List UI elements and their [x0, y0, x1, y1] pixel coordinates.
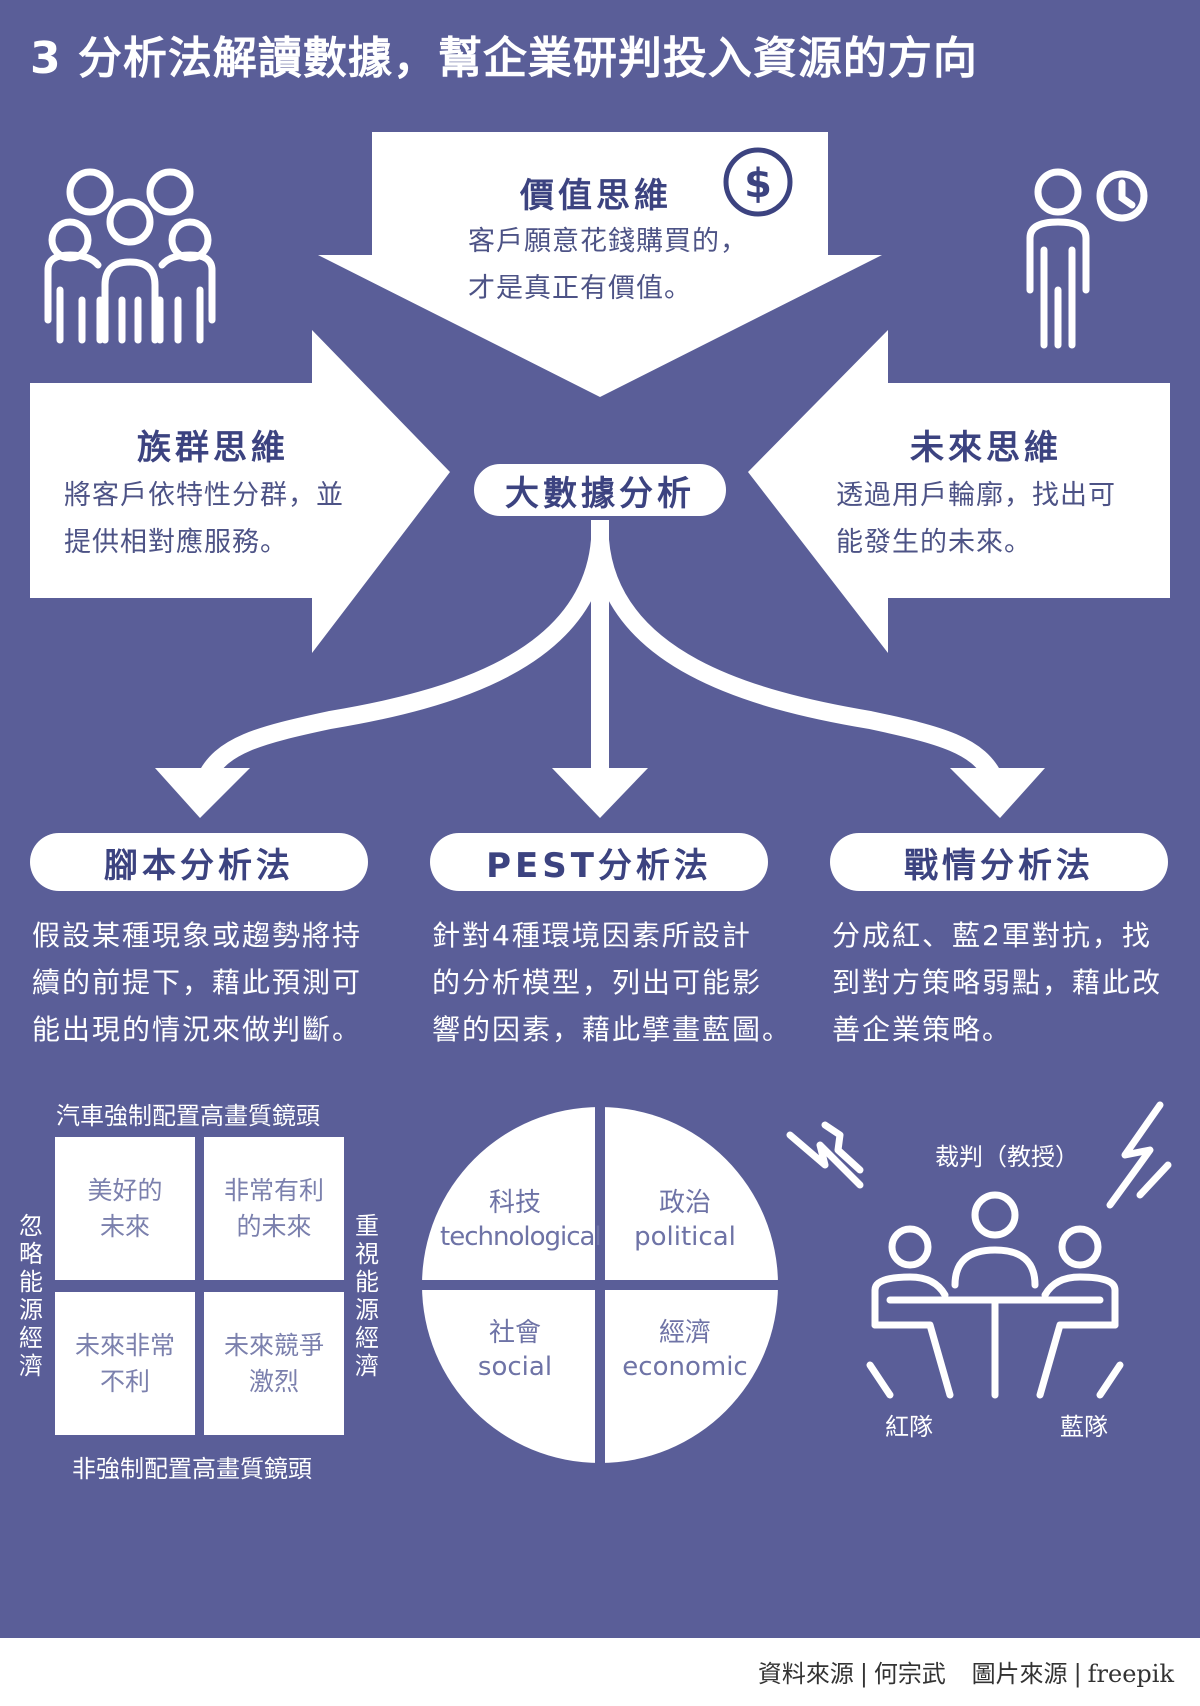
- people-group-icon: [44, 168, 216, 344]
- pest-quadrant-economic: 經濟 economic: [605, 1316, 765, 1384]
- matrix-cell-line: 美好的: [87, 1175, 163, 1205]
- matrix-cell-line: 非常有利: [223, 1175, 324, 1205]
- method-desc-scenario: 假設某種現象或趨勢將持 續的前提下，藉此預測可 能出現的情況來做判斷。: [32, 912, 392, 1053]
- method-desc-pest: 針對4種環境因素所設計 的分析模型，列出可能影 響的因素，藉此擘畫藍圖。: [432, 912, 792, 1053]
- method-pill-war-game: 戰情分析法: [830, 833, 1168, 891]
- divider: |: [1073, 1660, 1082, 1688]
- pest-circle: [420, 1105, 780, 1465]
- future-thinking-text: 透過用戶輪廓，找出可 能發生的未來。: [836, 472, 1166, 566]
- matrix-right-label: 重視能源經濟: [355, 1212, 379, 1380]
- pest-en-label: economic: [622, 1352, 748, 1382]
- matrix-cell-unfavorable-future: 未來非常不利: [55, 1292, 195, 1435]
- method-desc-line: 響的因素，藉此擘畫藍圖。: [432, 1013, 793, 1046]
- value-thinking-heading: 價值思維: [520, 176, 672, 216]
- group-thinking-text: 將客戶依特性分群，並 提供相對應服務。: [64, 472, 394, 566]
- big-data-center-label: 大數據分析: [470, 460, 730, 520]
- flow-lines: [196, 511, 1004, 789]
- pest-zh-label: 政治: [658, 1188, 711, 1218]
- svg-text:$: $: [744, 161, 772, 207]
- value-thinking-line: 客戶願意花錢購買的，: [468, 226, 748, 257]
- infographic-canvas: 3 分析法解讀數據，幫企業研判投入資源的方向 $: [0, 0, 1200, 1638]
- method-desc-line: 到對方策略弱點，藉此改: [832, 966, 1163, 999]
- future-thinking-line: 透過用戶輪廓，找出可: [836, 480, 1116, 511]
- method-desc-line: 假設某種現象或趨勢將持: [32, 919, 363, 952]
- flow-diagram: $: [30, 132, 1170, 818]
- matrix-bottom-label: 非強制配置高畫質鏡頭: [72, 1455, 312, 1483]
- judge-label: 裁判（教授）: [935, 1143, 1079, 1171]
- matrix-left-label: 忽略能源經濟: [19, 1212, 43, 1380]
- value-thinking-line: 才是真正有價值。: [468, 273, 692, 304]
- matrix-cell-line: 未來競爭: [223, 1330, 324, 1360]
- pest-quadrant-political: 政治 political: [610, 1186, 760, 1254]
- matrix-cell-line: 未來非常: [74, 1330, 175, 1360]
- page-title: 3 分析法解讀數據，幫企業研判投入資源的方向: [30, 33, 978, 84]
- dollar-icon: $: [723, 147, 793, 217]
- matrix-cell-favorable-future: 非常有利的未來: [204, 1137, 344, 1280]
- future-arrow-shape: [748, 330, 1170, 653]
- red-team-label: 紅隊: [885, 1413, 933, 1441]
- lightning-bolt-left: [786, 1131, 864, 1189]
- lightning-bolt-right-small: [1136, 1161, 1172, 1199]
- method-desc-war-game: 分成紅、藍2軍對抗，找 到對方策略弱點，藉此改 善企業策略。: [832, 912, 1192, 1053]
- matrix-cell-good-future: 美好的未來: [55, 1137, 195, 1280]
- arrowhead-center: [552, 768, 648, 818]
- matrix-cell-line: 不利: [99, 1366, 150, 1396]
- matrix-top-label: 汽車強制配置高畫質鏡頭: [56, 1102, 320, 1130]
- pest-en-label: technological: [440, 1222, 602, 1252]
- pest-en-label: political: [634, 1222, 736, 1252]
- lightning-bolt-left-small: [821, 1121, 864, 1174]
- pest-zh-label: 經濟: [658, 1318, 711, 1348]
- method-desc-line: 針對4種環境因素所設計: [432, 919, 752, 952]
- pest-en-label: social: [477, 1352, 553, 1382]
- source-value: 何宗武: [873, 1660, 946, 1688]
- group-thinking-line: 提供相對應服務。: [64, 527, 288, 558]
- future-thinking-heading: 未來思維: [910, 428, 1062, 468]
- value-thinking-text: 客戶願意花錢購買的， 才是真正有價值。: [468, 218, 798, 312]
- credits-footer: 資料來源|何宗武 圖片來源|freepik: [758, 1654, 1174, 1689]
- pest-zh-label: 科技: [488, 1188, 541, 1218]
- arrowhead-left: [155, 768, 250, 818]
- method-desc-line: 續的前提下，藉此預測可: [32, 966, 363, 999]
- group-arrow-shape: [30, 330, 450, 653]
- matrix-cell-competitive-future: 未來競爭激烈: [204, 1292, 344, 1435]
- future-thinking-line: 能發生的未來。: [836, 527, 1032, 558]
- method-desc-line: 分成紅、藍2軍對抗，找: [832, 919, 1152, 952]
- matrix-cell-line: 的未來: [236, 1211, 312, 1241]
- person-clock-icon: [1026, 168, 1148, 349]
- pest-quadrant-technological: 科技 technological: [440, 1186, 602, 1254]
- lightning-bolt-right: [1106, 1101, 1164, 1209]
- image-label: 圖片來源: [971, 1660, 1068, 1688]
- meeting-table-icon: [786, 1101, 1172, 1399]
- source-label: 資料來源: [757, 1660, 854, 1688]
- blue-team-label: 藍隊: [1060, 1413, 1108, 1441]
- arrowhead-right: [950, 768, 1045, 818]
- method-desc-line: 能出現的情況來做判斷。: [32, 1013, 363, 1046]
- pest-quadrant-social: 社會 social: [440, 1316, 590, 1384]
- value-arrow-shape: [318, 132, 882, 397]
- pest-zh-label: 社會: [488, 1318, 541, 1348]
- group-thinking-line: 將客戶依特性分群，並: [64, 480, 344, 511]
- method-pill-pest: PEST分析法: [430, 833, 768, 891]
- method-desc-line: 的分析模型，列出可能影: [432, 966, 763, 999]
- method-pill-scenario: 腳本分析法: [30, 833, 368, 891]
- matrix-cell-line: 未來: [99, 1211, 150, 1241]
- divider: |: [859, 1660, 868, 1688]
- matrix-cell-line: 激烈: [248, 1366, 299, 1396]
- image-value: freepik: [1087, 1660, 1174, 1688]
- group-thinking-heading: 族群思維: [137, 428, 289, 468]
- method-desc-line: 善企業策略。: [832, 1013, 1013, 1046]
